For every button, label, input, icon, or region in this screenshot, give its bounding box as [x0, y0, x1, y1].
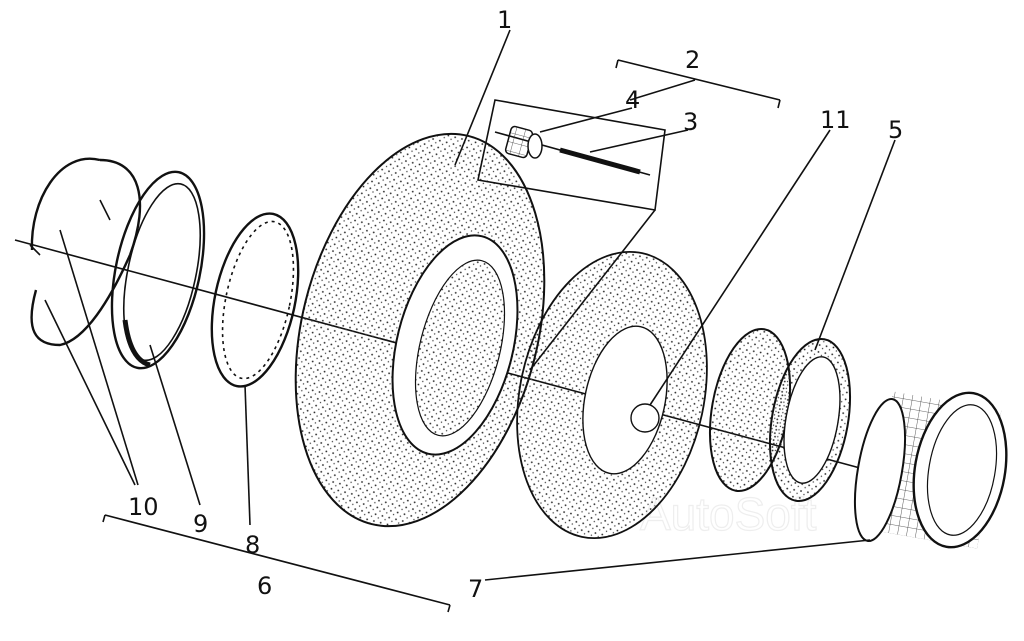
label-4: 4 [625, 86, 640, 114]
leader-lines [44, 29, 896, 581]
label-9: 9 [193, 510, 208, 538]
label-10: 10 [128, 493, 159, 521]
tire [294, 132, 546, 528]
label-8: 8 [245, 531, 260, 559]
valve-assembly [477, 99, 666, 371]
label-6: 6 [257, 572, 272, 600]
bracket-2 [615, 59, 781, 109]
label-11: 11 [820, 106, 851, 134]
rim-inner-5 [708, 327, 852, 503]
ring-8 [210, 212, 300, 388]
bracket-6 [102, 514, 451, 613]
ring-9 [110, 170, 206, 370]
label-7: 7 [468, 575, 483, 603]
label-5: 5 [888, 116, 903, 144]
inner-tube [516, 250, 708, 540]
rim-outer-7 [853, 391, 1008, 549]
label-1: 1 [497, 6, 512, 34]
label-2: 2 [685, 46, 700, 74]
label-3: 3 [683, 108, 698, 136]
